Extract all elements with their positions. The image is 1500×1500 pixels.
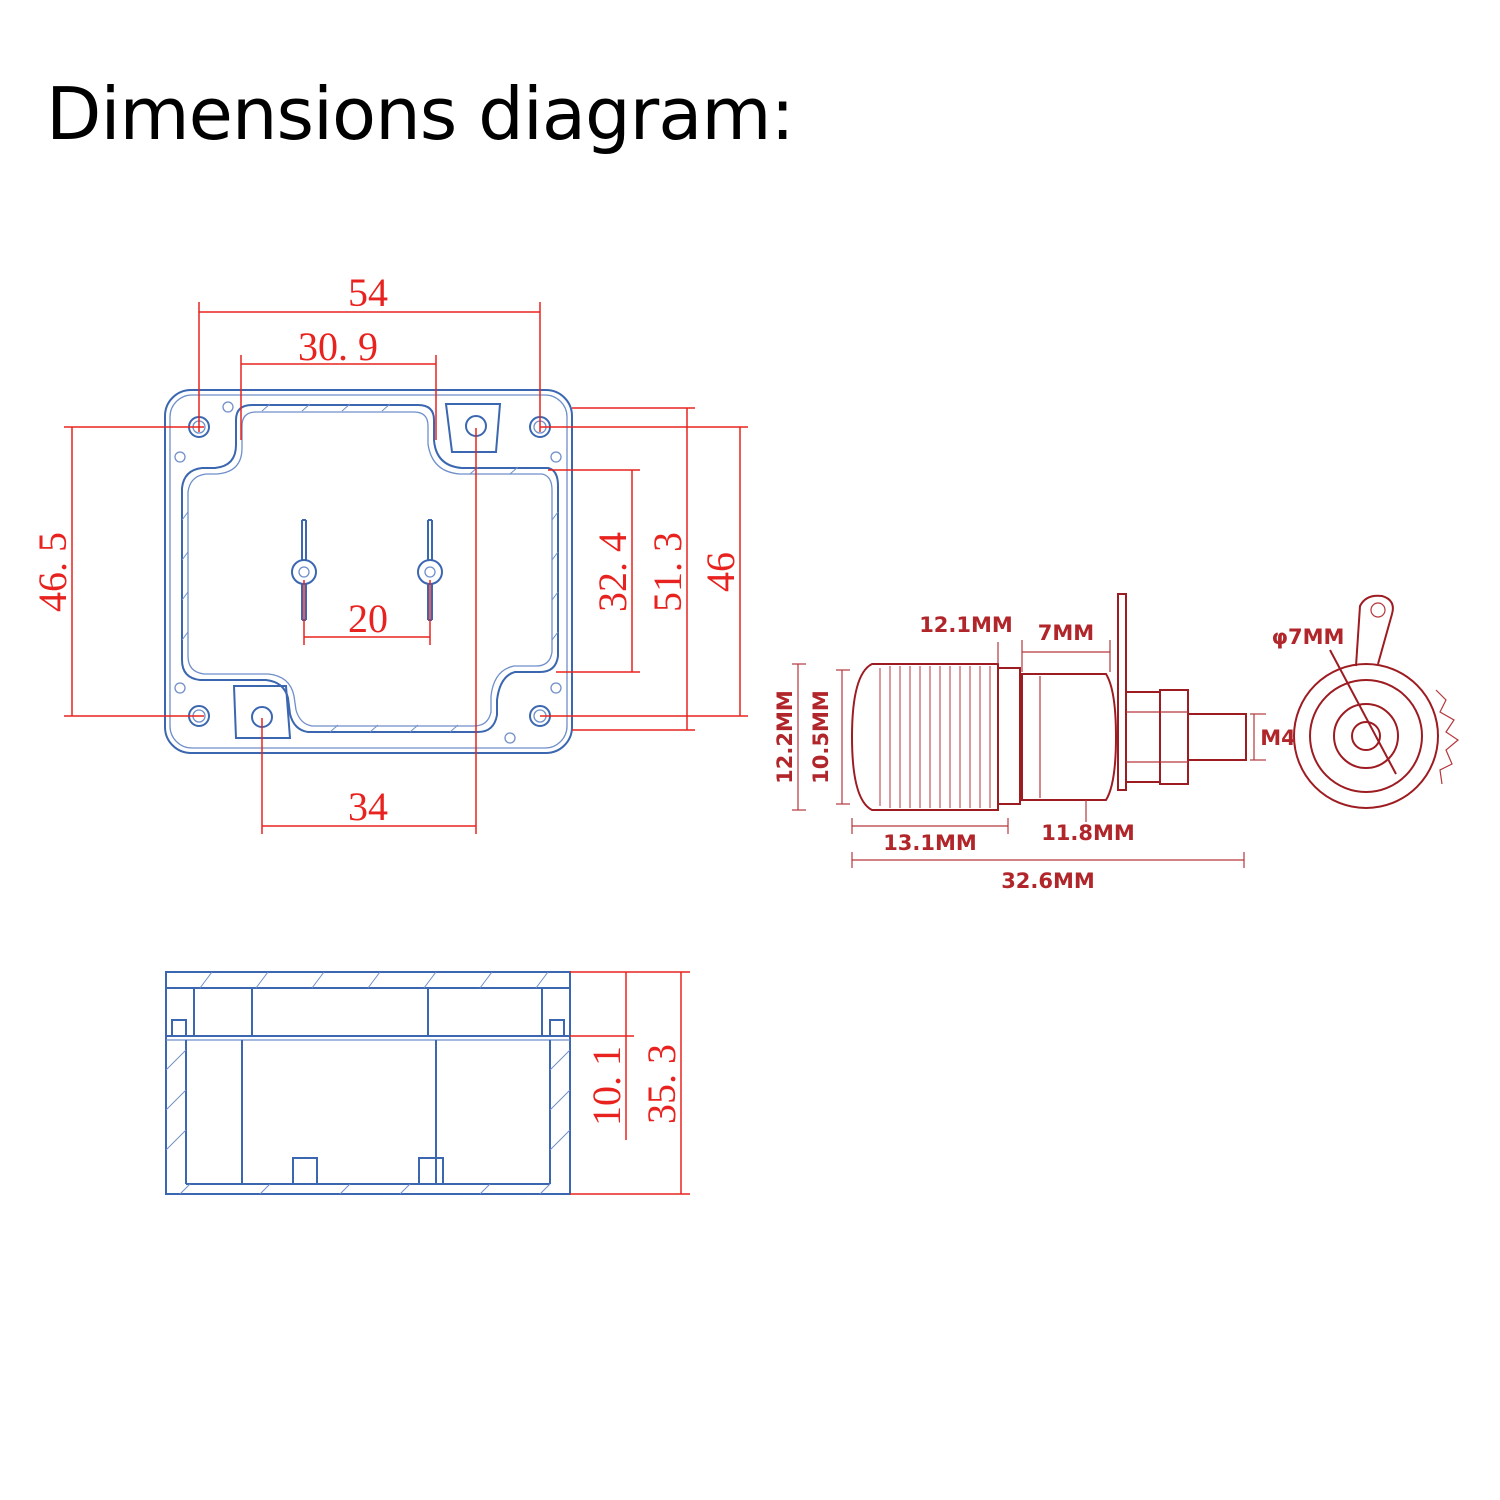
enclosure-hatching: [181, 403, 559, 733]
dim-height-inner: 32. 4: [590, 532, 635, 612]
screw-bosses: [232, 403, 502, 739]
dim-thread: M4: [1260, 726, 1296, 750]
dim-width-inner: 30. 9: [298, 324, 378, 369]
dim-total-length: 32.6MM: [1001, 869, 1095, 893]
dim-hole-diameter: φ7MM: [1272, 625, 1345, 649]
top-view-dimension-lines: [64, 302, 748, 834]
hex-nut-2: [1159, 689, 1189, 785]
enclosure-side-view: [165, 971, 571, 1195]
dim-height-right: 46: [698, 552, 743, 592]
dim-inner-diameter: 10.5MM: [809, 690, 833, 784]
dim-collar-length: 11.8MM: [1041, 821, 1135, 845]
solder-lug: [1117, 593, 1127, 791]
dim-body-length: 7MM: [1038, 621, 1094, 645]
hex-nut-1: [1125, 691, 1161, 783]
dim-cap-length: 13.1MM: [883, 831, 977, 855]
enclosure-outer-outline: [164, 389, 573, 754]
threaded-stud: [1188, 713, 1247, 761]
binding-post-side: [850, 593, 1247, 811]
dim-height-left: 46. 5: [30, 532, 75, 612]
dim-width-total: 54: [348, 270, 388, 315]
dim-hole-spacing: 34: [348, 784, 388, 829]
terminal-dimension-lines: [792, 640, 1266, 868]
enclosure-outer-outline-inner: [169, 394, 568, 749]
lug-tab: [1355, 594, 1394, 667]
enclosure-gasket-groove: [181, 404, 559, 733]
binding-post-front: [1293, 594, 1460, 809]
dim-height-outer: 51. 3: [645, 532, 690, 612]
mounting-holes: [174, 401, 562, 744]
knurled-cap: [850, 663, 999, 811]
dim-outer-diameter: 12.2MM: [773, 690, 797, 784]
dim-lid-height: 10. 1: [584, 1046, 629, 1126]
internal-terminals: [291, 519, 443, 621]
page-title: Dimensions diagram:: [46, 72, 795, 156]
side-outline: [165, 971, 571, 1195]
post-outer-ring: [1293, 663, 1439, 809]
dim-nut-length: 12.1MM: [919, 613, 1013, 637]
insulating-collar: [1021, 673, 1118, 801]
dim-total-height: 35. 3: [639, 1044, 684, 1124]
dim-terminal-spacing: 20: [348, 596, 388, 641]
enclosure-top-view: [164, 389, 573, 754]
enclosure-inner-cavity: [187, 411, 553, 727]
side-view-dimension-lines: [570, 971, 690, 1195]
